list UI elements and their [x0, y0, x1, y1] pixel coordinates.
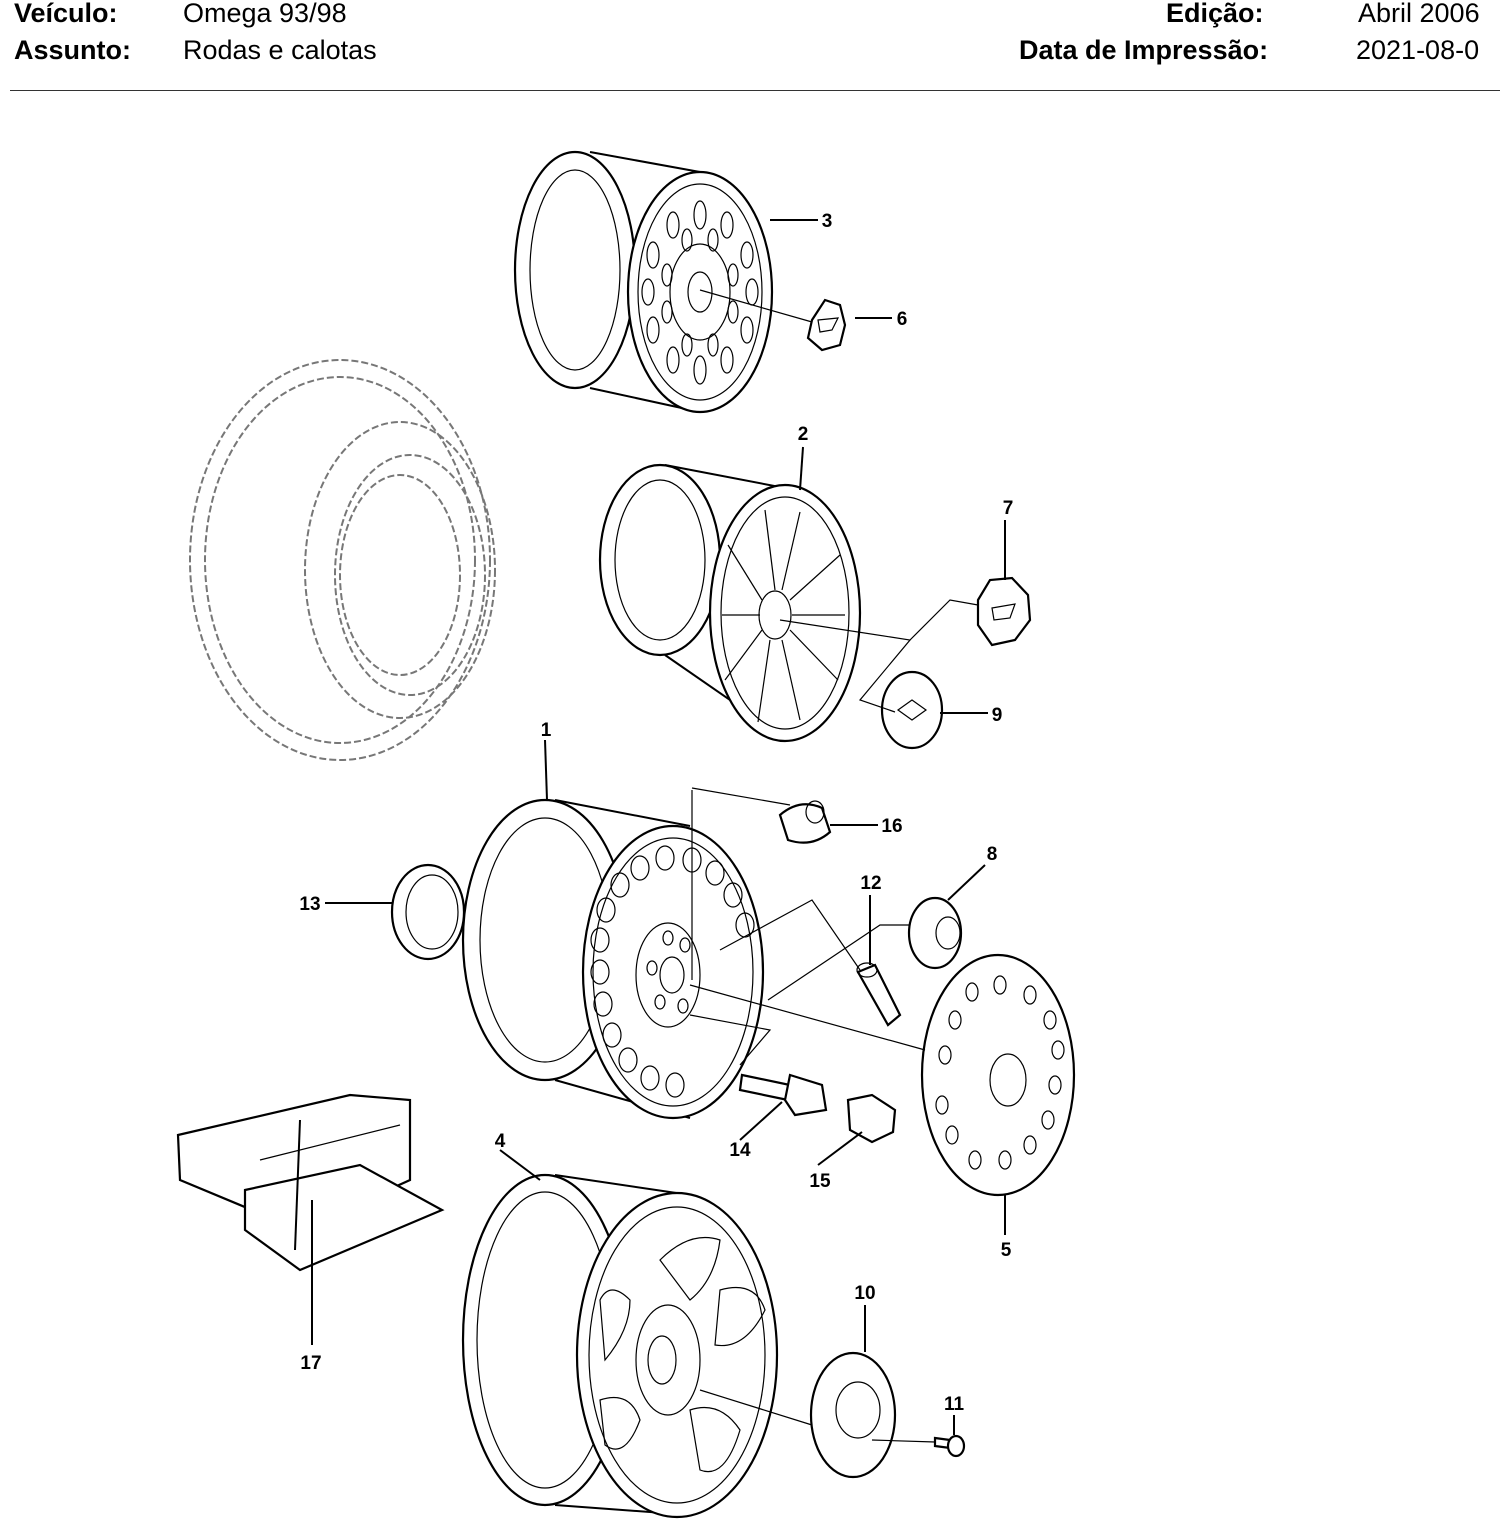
callout-9: 9 — [992, 705, 1003, 726]
vehicle-value: Omega 93/98 — [183, 0, 347, 28]
callout-10: 10 — [854, 1283, 875, 1304]
item-11-screw — [933, 1434, 966, 1458]
leader-lines — [311, 219, 1006, 1435]
wheel-3-lattice-alloy — [513, 150, 774, 414]
wheel-4-five-spoke-alloy — [461, 1173, 779, 1519]
print-date-label: Data de Impressão: — [1019, 35, 1269, 65]
edition-label: Edição: — [1166, 0, 1264, 28]
item-17-tool-kit — [176, 1093, 445, 1272]
item-15-wheel-nut — [846, 1093, 897, 1144]
callout-6: 6 — [897, 309, 908, 330]
callout-13: 13 — [299, 894, 320, 915]
item-8-hub-cap — [907, 896, 963, 970]
subject-value: Rodas e calotas — [183, 35, 377, 65]
item-14-wheel-bolt — [738, 1073, 828, 1117]
callout-11: 11 — [944, 1394, 965, 1415]
callout-3: 3 — [822, 211, 833, 232]
callout-15: 15 — [809, 1171, 831, 1192]
callout-16: 16 — [881, 816, 902, 837]
vehicle-label: Veículo: — [14, 0, 118, 28]
assembly-guide-lines — [689, 289, 979, 1443]
item-6-center-cap — [806, 298, 847, 352]
callout-2: 2 — [798, 424, 809, 445]
callout-5: 5 — [1001, 1240, 1012, 1261]
item-12-tire-valve — [856, 962, 902, 1027]
callout-1: 1 — [541, 720, 552, 741]
header-divider — [10, 90, 1500, 91]
callout-14: 14 — [729, 1140, 751, 1161]
callout-7: 7 — [1003, 498, 1014, 519]
subject-label: Assunto: — [14, 35, 131, 65]
item-10-center-cap — [809, 1351, 897, 1479]
callout-4: 4 — [495, 1131, 506, 1152]
edition-value: Abril 2006 — [1358, 0, 1480, 28]
callout-numbers: 1 2 3 4 5 6 7 8 9 10 11 12 13 14 15 16 1… — [299, 211, 1013, 1415]
callout-12: 12 — [860, 873, 881, 894]
callout-8: 8 — [987, 844, 998, 865]
item-9-emblem — [880, 670, 944, 750]
item-16-valve-part — [778, 800, 832, 844]
item-13-centering-ring — [390, 863, 466, 961]
print-date-value: 2021-08-0 — [1356, 35, 1480, 65]
tire-drawing — [189, 359, 496, 761]
wheel-1-steel — [461, 798, 765, 1120]
callout-17: 17 — [300, 1353, 321, 1374]
wheel-2-spoke-alloy — [598, 463, 862, 743]
item-7-center-cap — [976, 576, 1032, 647]
item-5-hubcap — [920, 953, 1076, 1197]
